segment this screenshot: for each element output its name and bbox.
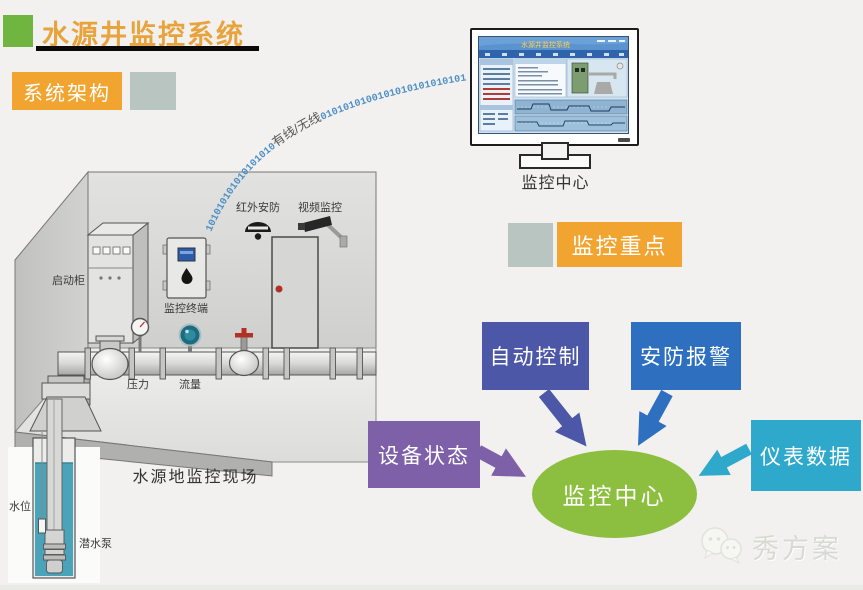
valve-body xyxy=(228,349,260,377)
node-meter-data: 仪表数据 xyxy=(751,420,861,491)
page-title: 水源井监控系统 xyxy=(42,20,245,50)
terminal-box xyxy=(162,237,211,299)
camera-label: 视频监控 xyxy=(298,200,342,214)
door-handle xyxy=(275,285,283,293)
site-caption: 水源地监控现场 xyxy=(132,469,259,486)
water-level-sensor xyxy=(38,518,46,534)
pressure-label: 压力 xyxy=(127,378,149,391)
focus-accent-square xyxy=(508,223,553,267)
infrared-dome-icon xyxy=(245,222,271,240)
arrow-meter-data xyxy=(698,443,752,476)
monitoring-center-ellipse: 监控中心 xyxy=(532,450,697,538)
chat-bubbles-icon xyxy=(701,527,742,565)
arrow-device-status xyxy=(474,445,526,477)
scada-title: 水源井监控系统 xyxy=(521,40,570,49)
cabinet-label: 启动柜 xyxy=(52,274,85,287)
pump-label: 潜水泵 xyxy=(79,536,112,550)
arrow-auto-control xyxy=(538,388,587,447)
door xyxy=(271,236,319,349)
monitor-stand-neck xyxy=(541,142,569,160)
monitor-caption: 监控中心 xyxy=(521,175,590,192)
node-security-alarm: 安防报警 xyxy=(631,322,741,390)
ground-slab xyxy=(14,431,273,477)
comm-link-label: 有线/无线 xyxy=(270,110,324,150)
monitoring-center-monitor: 水源井监控系统 xyxy=(470,28,639,146)
valve-handle xyxy=(235,333,253,338)
watermark: 秀方案 xyxy=(698,526,842,566)
monitor-screen: 水源井监控系统 xyxy=(478,36,629,134)
terminal-display xyxy=(177,247,196,262)
pipe-flanges xyxy=(84,347,363,380)
title-bullet-square xyxy=(3,15,33,47)
terminal-label: 监控终端 xyxy=(164,301,208,315)
section-label-focus: 监控重点 xyxy=(557,222,682,267)
section-label-architecture: 系统架构 xyxy=(12,72,122,110)
water-drop-icon xyxy=(181,268,193,284)
arrow-security-alarm xyxy=(637,389,673,446)
architecture-accent-square xyxy=(130,72,176,110)
title-underline xyxy=(36,46,259,51)
node-device-status: 设备状态 xyxy=(368,421,480,488)
cabinet-indicators xyxy=(92,246,131,255)
flow-label: 流量 xyxy=(179,377,201,391)
bottom-edge-strip xyxy=(0,585,863,590)
submersible-pump-icon xyxy=(43,529,66,574)
video-camera-icon xyxy=(298,216,348,248)
pump-valve-ball xyxy=(91,347,129,381)
watermark-text: 秀方案 xyxy=(752,533,842,564)
node-auto-control: 自动控制 xyxy=(482,322,589,390)
infrared-label: 红外安防 xyxy=(236,200,280,214)
monitor-power-button xyxy=(618,138,630,142)
water-level-label: 水位 xyxy=(9,499,31,513)
scada-screen-mock: 水源井监控系统 xyxy=(479,37,628,133)
